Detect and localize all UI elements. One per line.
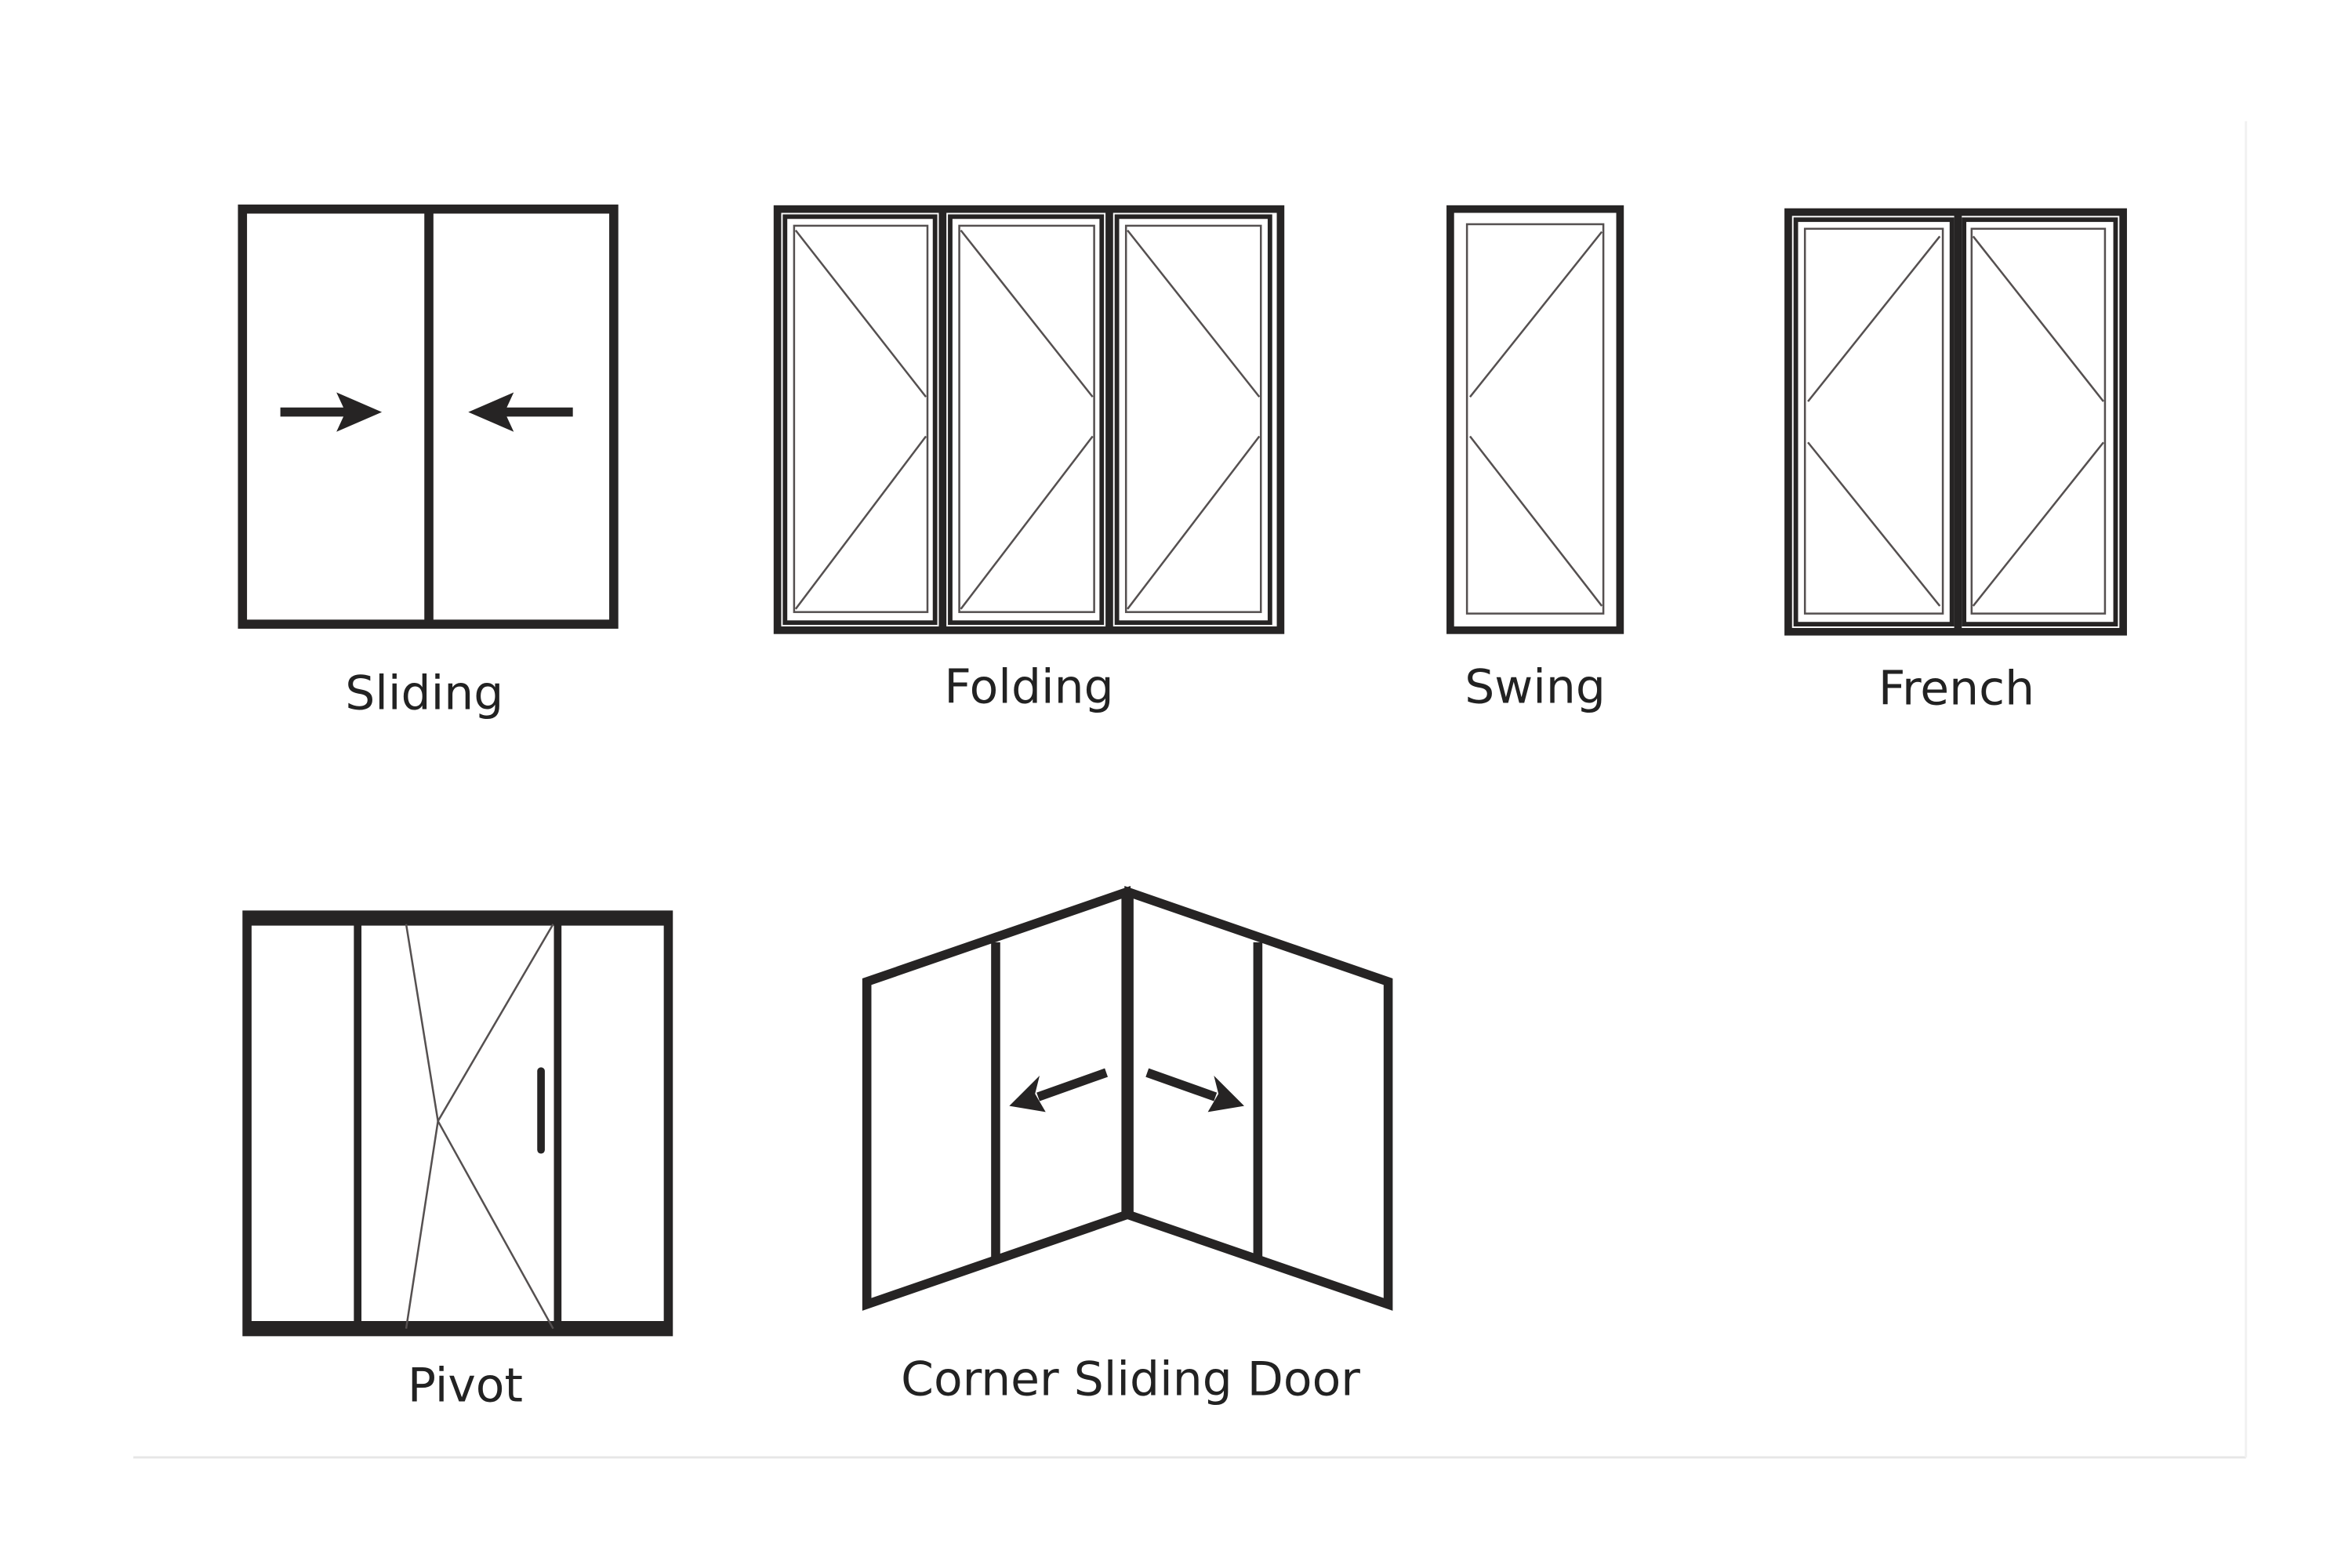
label-french: French <box>1878 662 2034 717</box>
arrow-right-icon <box>280 392 383 432</box>
arrow-left-icon <box>468 392 573 432</box>
label-swing: Swing <box>1465 660 1606 715</box>
swing-door-icon <box>1446 205 1624 634</box>
sliding-door-icon <box>238 204 619 629</box>
label-sliding: Sliding <box>345 666 503 720</box>
folding-door-icon <box>773 205 1285 634</box>
label-pivot: Pivot <box>408 1358 523 1413</box>
arrow-left-icon <box>1009 1068 1109 1112</box>
corner-sliding-door-icon <box>862 886 1393 1311</box>
label-folding: Folding <box>944 660 1113 715</box>
french-door-icon <box>1784 208 2127 636</box>
arrow-right-icon <box>1145 1068 1244 1112</box>
label-corner-sliding-door: Corner Sliding Door <box>901 1352 1360 1407</box>
pivot-door-icon <box>242 910 673 1337</box>
